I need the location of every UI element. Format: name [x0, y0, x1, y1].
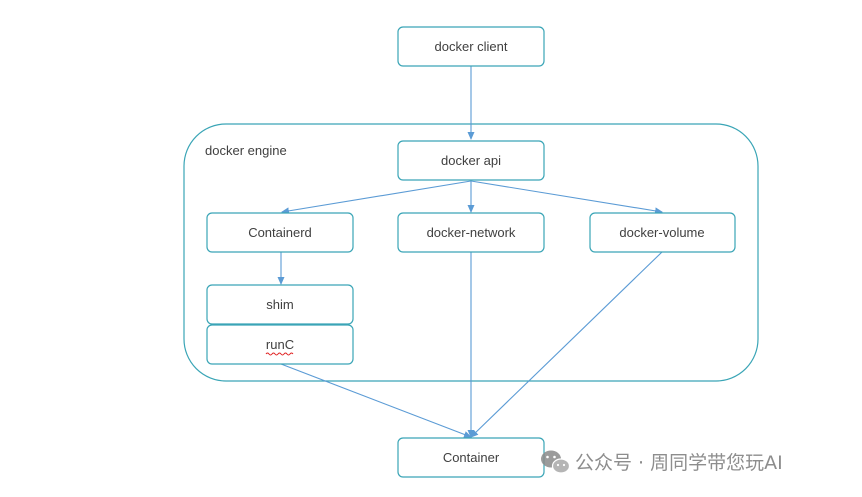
spellcheck-underline: [265, 352, 294, 356]
arrow-api-to-containerd: [281, 180, 472, 215]
node-docker-network-label: docker-network: [427, 225, 516, 240]
node-docker-api: docker api: [397, 140, 545, 181]
node-container: Container: [397, 437, 545, 478]
node-docker-network: docker-network: [397, 212, 545, 253]
watermark-text: 公众号 · 周同学带您玩AI: [575, 452, 783, 474]
node-shim: shim: [206, 284, 354, 325]
node-containerd-label: Containerd: [248, 225, 312, 240]
node-docker-volume: docker-volume: [589, 212, 736, 253]
node-docker-client-label: docker client: [435, 39, 508, 54]
node-docker-client: docker client: [397, 26, 545, 67]
node-container-label: Container: [443, 450, 500, 465]
watermark: 公众号 · 周同学带您玩AI: [541, 450, 783, 474]
arrow-api-to-volume: [470, 180, 663, 215]
node-runc: runC: [206, 324, 354, 365]
node-containerd: Containerd: [206, 212, 354, 253]
arrow-runc-to-container: [280, 363, 472, 438]
docker-engine-label: docker engine: [205, 143, 287, 158]
arrow-volume-to-container: [470, 251, 663, 438]
node-docker-api-label: docker api: [441, 153, 501, 168]
node-runc-label: runC: [266, 337, 294, 352]
node-docker-volume-label: docker-volume: [619, 225, 704, 240]
wechat-icon: [541, 450, 571, 474]
node-shim-label: shim: [266, 297, 293, 312]
